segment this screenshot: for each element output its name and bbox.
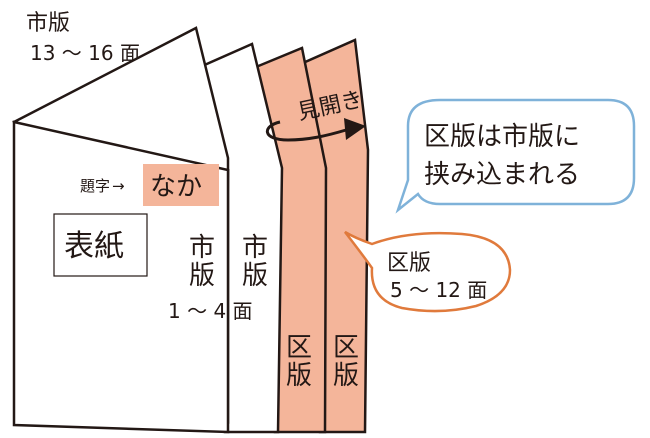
- city-page-a-char1: 市: [189, 233, 215, 263]
- district-page-b-char1: 区: [333, 333, 359, 363]
- district-bubble-line1: 区版: [387, 251, 431, 276]
- daiji-label: 題字: [80, 177, 110, 195]
- top-label-line1: 市版: [26, 11, 70, 36]
- title-box: [143, 164, 219, 206]
- insert-bubble-line2: 挟み込まれる: [424, 160, 580, 190]
- top-label-line2: 13 ～ 16 面: [30, 41, 140, 65]
- district-page-a-char2: 版: [286, 361, 312, 391]
- district-bubble-line2: 5 ～ 12 面: [390, 278, 487, 302]
- daiji-arrow-icon: →: [112, 177, 125, 195]
- city-page-b-char2: 版: [242, 261, 268, 291]
- city-page-b-char1: 市: [242, 233, 268, 263]
- spread-arrowhead-icon: [344, 118, 366, 140]
- district-speech-bubble: [344, 230, 512, 313]
- insert-bubble-line1: 区版は市版に: [424, 122, 580, 152]
- spread-arrow-icon: [266, 120, 347, 142]
- city-page-a-char2: 版: [189, 261, 215, 291]
- cover-label-box: [53, 213, 148, 277]
- insert-speech-bubble: [395, 98, 636, 214]
- cover-label: 表紙: [64, 229, 124, 264]
- district-page-a-char1: 区: [286, 333, 312, 363]
- district-page-b-char2: 版: [333, 361, 359, 391]
- title-box-text: なか: [150, 172, 202, 202]
- city-pages-range: 1 ～ 4 面: [168, 299, 253, 323]
